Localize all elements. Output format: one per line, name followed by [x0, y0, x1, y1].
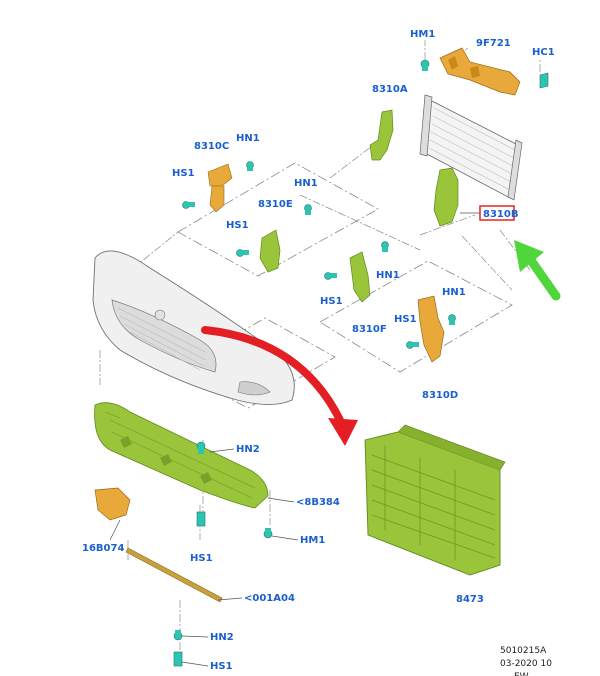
clip-hn1-d: [448, 314, 456, 325]
part-8473: [364, 424, 506, 576]
radiator-core: [419, 94, 523, 201]
upper-leaders: [424, 40, 541, 72]
clip-hn2-low: [173, 630, 183, 641]
red-arrow: [201, 326, 358, 446]
label-8b384: <8B384: [296, 497, 340, 508]
clip-hm1-low: [263, 528, 273, 539]
front-bumper: [92, 250, 295, 405]
part-lower-deflector: [94, 402, 269, 509]
label-hs1-low: HS1: [190, 553, 213, 564]
label-hn1-d: HN1: [442, 287, 466, 298]
clip-hn1-f: [381, 241, 389, 252]
label-8310a: 8310A: [372, 84, 408, 95]
label-hm1-low: HM1: [300, 535, 325, 546]
detail-box-8310c: [177, 162, 379, 277]
detail-box-8310d: [319, 260, 513, 373]
label-hn2-low: HN2: [210, 632, 234, 643]
label-9f721: 9F721: [476, 38, 511, 49]
part-8310a: [369, 109, 394, 161]
part-8310d: [417, 295, 445, 363]
label-hs1-f: HS1: [320, 296, 343, 307]
part-8310f: [349, 251, 371, 303]
diagram-ref: 5010215A: [500, 646, 547, 656]
part-9f721: [439, 47, 521, 96]
label-001a04: <001A04: [244, 593, 295, 604]
part-8310b: [433, 167, 459, 227]
clip-hs1-f: [324, 272, 337, 280]
label-hs1-c: HS1: [172, 168, 195, 179]
leader-lines: [99, 139, 531, 560]
clip-hm1-top: [420, 59, 430, 71]
label-8310b: 8310B: [483, 209, 518, 220]
label-hn1-c: HN1: [236, 133, 260, 144]
diagram-date: 03-2020 10: [500, 659, 552, 669]
label-8310e: 8310E: [258, 199, 293, 210]
clip-hn1-c: [246, 161, 254, 171]
label-8473: 8473: [456, 594, 484, 605]
clip-hs1-c: [182, 201, 195, 209]
clip-hs1-d: [406, 341, 419, 349]
label-8310c: 8310C: [194, 141, 229, 152]
label-leaders: [109, 212, 480, 667]
label-hn2-mid: HN2: [236, 444, 260, 455]
label-hs1-d: HS1: [394, 314, 417, 325]
clip-hs1-e: [236, 249, 249, 257]
part-16b074: [94, 487, 131, 521]
label-16b074: 16B074: [82, 543, 124, 554]
part-8310c: [207, 163, 233, 213]
label-hn1-e: HN1: [294, 178, 318, 189]
label-hs1-e: HS1: [226, 220, 249, 231]
label-8310d: 8310D: [422, 390, 458, 401]
label-8310f: 8310F: [352, 324, 387, 335]
label-hn1-f: HN1: [376, 270, 400, 281]
label-hc1: HC1: [532, 47, 555, 58]
part-001a04: [125, 547, 223, 603]
clip-hn1-e: [304, 204, 312, 215]
clip-hs1-low: [196, 511, 206, 527]
clip-hc1: [539, 72, 549, 89]
diagram-code: EW: [514, 672, 529, 676]
part-8310e: [259, 229, 281, 273]
green-arrow: [514, 240, 561, 301]
clip-hn2-mid: [196, 441, 206, 454]
clip-hs1-bottom: [173, 651, 183, 667]
label-hs1-bottom: HS1: [210, 661, 233, 672]
label-hm1-top: HM1: [410, 29, 435, 40]
